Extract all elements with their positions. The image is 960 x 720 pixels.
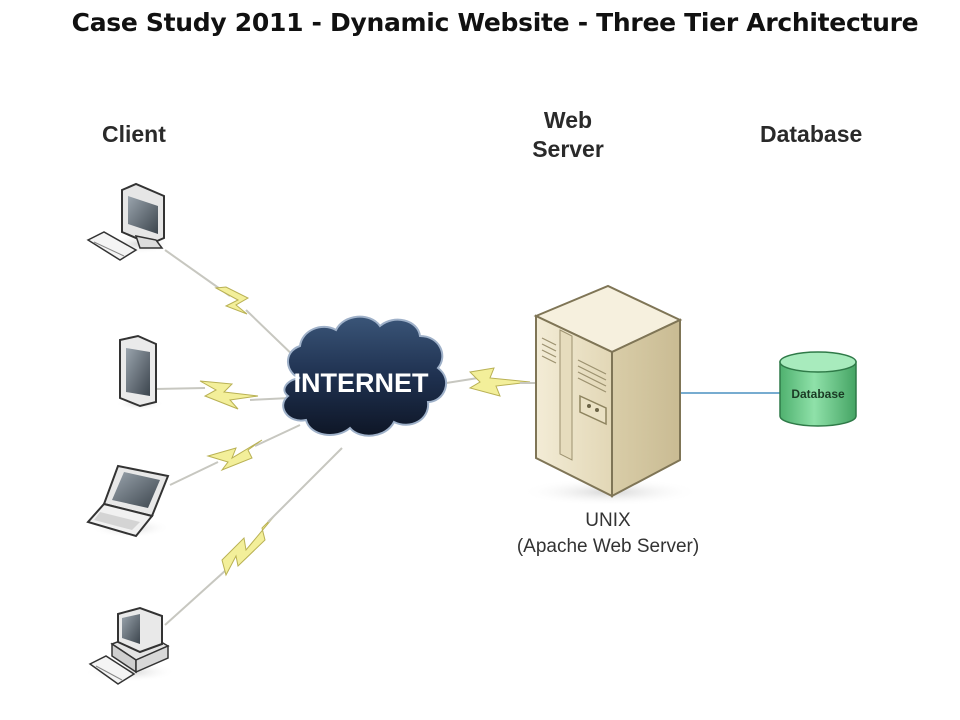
- tablet-icon: [116, 334, 164, 410]
- connection-client-4: [164, 447, 343, 626]
- database-cylinder-icon: Database: [779, 351, 857, 427]
- client-connections: [154, 249, 343, 626]
- server-caption: UNIX (Apache Web Server): [480, 508, 736, 560]
- tier-label-server: Server: [532, 136, 604, 162]
- database-node-label: Database: [791, 387, 845, 401]
- server-software-label: (Apache Web Server): [516, 536, 700, 557]
- connection-internet-server: [439, 367, 538, 397]
- server-vent: [541, 337, 607, 393]
- laptop-icon: [86, 464, 170, 538]
- tier-label-web-server: Web Server: [510, 106, 626, 164]
- desktop-computer-icon: [84, 606, 176, 685]
- tier-label-web: Web: [543, 107, 593, 133]
- tier-label-client: Client: [102, 121, 166, 147]
- connection-client-1: [164, 249, 301, 363]
- server-os-label: UNIX: [585, 510, 631, 531]
- page-title: Case Study 2011 - Dynamic Website - Thre…: [71, 8, 919, 37]
- tier-label-database: Database: [760, 121, 863, 147]
- desktop-monitor-icon: [86, 182, 174, 261]
- cloud-icon: INTERNET: [282, 315, 448, 437]
- connection-client-3: [169, 424, 301, 486]
- internet-label: INTERNET: [294, 368, 430, 398]
- connection-client-2: [154, 380, 291, 410]
- server-tower-icon: [520, 284, 700, 506]
